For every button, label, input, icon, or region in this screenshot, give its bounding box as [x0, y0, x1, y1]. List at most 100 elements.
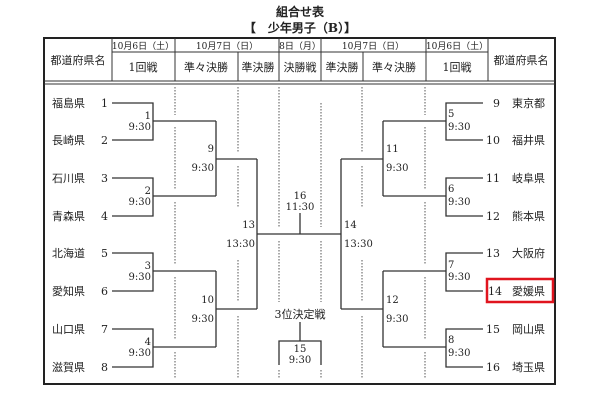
match-time: 13:30: [226, 239, 255, 250]
team-number: 10: [486, 134, 500, 147]
team-number: 13: [486, 247, 500, 260]
team-entry: 11 岐阜県: [486, 172, 545, 185]
date-header: 10月6日（土）: [426, 40, 488, 52]
match-time: 9:30: [448, 122, 470, 133]
match-time: 9:30: [129, 272, 151, 283]
team-name: 岡山県: [512, 323, 545, 336]
date-header: 10月6日（土）: [112, 40, 174, 52]
team-name: 東京都: [512, 96, 545, 110]
match-number: 14: [344, 220, 357, 231]
highlight-box: [485, 277, 555, 304]
sheet-title: 組合せ表: [276, 4, 325, 19]
team-name: 北海道: [52, 246, 85, 260]
round-header: 決勝戦: [284, 60, 317, 74]
team-number: 5: [101, 247, 108, 260]
match-number: 15: [294, 344, 307, 355]
match-time: 9:30: [129, 122, 151, 133]
match-number: 8: [448, 335, 454, 346]
round-header: 1回戦: [443, 61, 472, 74]
team-name: 青森県: [52, 209, 85, 223]
match-labels: 19:30 29:30 39:30 49:30 99:30 109:30 131…: [129, 109, 471, 366]
team-number: 8: [101, 361, 108, 374]
team-name: 岐阜県: [512, 172, 545, 185]
match-time: 9:30: [386, 314, 408, 325]
team-number: 6: [101, 285, 108, 298]
right-teams: 9 東京都 10 福井県 11 岐阜県 12 熊本県 13 大阪府 14 愛媛県 15 岡山県…: [485, 96, 555, 374]
team-entry: 長崎県 2: [52, 133, 108, 147]
team-number: 9: [493, 97, 500, 110]
match-number: 3: [145, 261, 151, 272]
team-number: 12: [486, 210, 500, 223]
match-time: 13:30: [344, 239, 373, 250]
match-number: 16: [294, 191, 307, 202]
team-number: 15: [486, 323, 500, 336]
column-guides: [174, 87, 426, 378]
round-header: 準決勝: [326, 60, 359, 74]
team-entry: 滋賀県 8: [52, 361, 108, 374]
team-name: 滋賀県: [52, 361, 85, 374]
match-number: 9: [208, 144, 214, 155]
match-number: 13: [242, 220, 255, 231]
date-header: 10月7日（日）: [342, 41, 404, 52]
team-number: 16: [486, 361, 500, 374]
team-number: 14: [488, 285, 502, 298]
team-entry: 10 福井県: [486, 133, 545, 147]
team-entry: 山口県 7: [52, 323, 108, 336]
round-header: 準決勝: [242, 60, 275, 74]
match-number: 11: [386, 144, 399, 155]
match-time: 9:30: [448, 197, 470, 208]
name-column-header-left: 都道府県名: [51, 53, 106, 67]
team-entry: 12 熊本県: [486, 209, 545, 223]
match-number: 1: [145, 111, 151, 122]
match-number: 12: [386, 295, 399, 306]
bracket-lines: [112, 102, 483, 368]
team-name: 山口県: [52, 323, 85, 336]
round-header: 準々決勝: [372, 60, 416, 74]
team-entry-highlighted: 14 愛媛県: [485, 277, 555, 304]
match-time: 9:30: [192, 314, 214, 325]
match-time: 9:30: [129, 197, 151, 208]
team-number: 3: [101, 172, 108, 185]
category-subtitle: 【 少年男子（B）】: [244, 20, 356, 35]
team-number: 2: [101, 134, 108, 147]
date-header: 8日（月）: [279, 41, 321, 52]
team-name: 熊本県: [512, 209, 545, 223]
match-number: 6: [448, 184, 454, 195]
team-name: 愛媛県: [512, 284, 545, 298]
team-name: 福井県: [512, 133, 545, 147]
team-name: 埼玉県: [512, 360, 545, 374]
name-column-header-right: 都道府県名: [494, 53, 549, 67]
table-frame: [43, 37, 556, 385]
team-entry: 13 大阪府: [486, 246, 545, 260]
team-number: 11: [486, 172, 500, 185]
match-number: 2: [145, 186, 151, 197]
match-time: 9:30: [448, 348, 470, 359]
match-number: 4: [145, 337, 151, 348]
match-number: 5: [448, 109, 454, 120]
team-number: 1: [101, 97, 108, 110]
match-time: 11:30: [286, 202, 315, 213]
team-name: 長崎県: [52, 133, 85, 147]
match-time: 9:30: [192, 163, 214, 174]
date-header: 10月7日（日）: [196, 41, 258, 52]
round-header: 準々決勝: [184, 60, 228, 74]
match-number: 7: [448, 260, 454, 271]
team-entry: 青森県 4: [52, 209, 108, 223]
match-time: 9:30: [129, 348, 151, 359]
third-place-label: 3位決定戦: [275, 307, 326, 321]
team-name: 大阪府: [512, 246, 545, 260]
team-entry: 15 岡山県: [486, 323, 545, 336]
team-entry: 北海道 5: [52, 246, 108, 260]
match-time: 9:30: [289, 355, 311, 366]
match-time: 9:30: [448, 272, 470, 283]
match-time: 9:30: [386, 163, 408, 174]
team-entry: 愛知県 6: [52, 284, 108, 298]
team-name: 愛知県: [52, 284, 85, 298]
team-number: 7: [101, 323, 108, 336]
team-number: 4: [101, 210, 108, 223]
team-entry: 16 埼玉県: [486, 360, 545, 374]
